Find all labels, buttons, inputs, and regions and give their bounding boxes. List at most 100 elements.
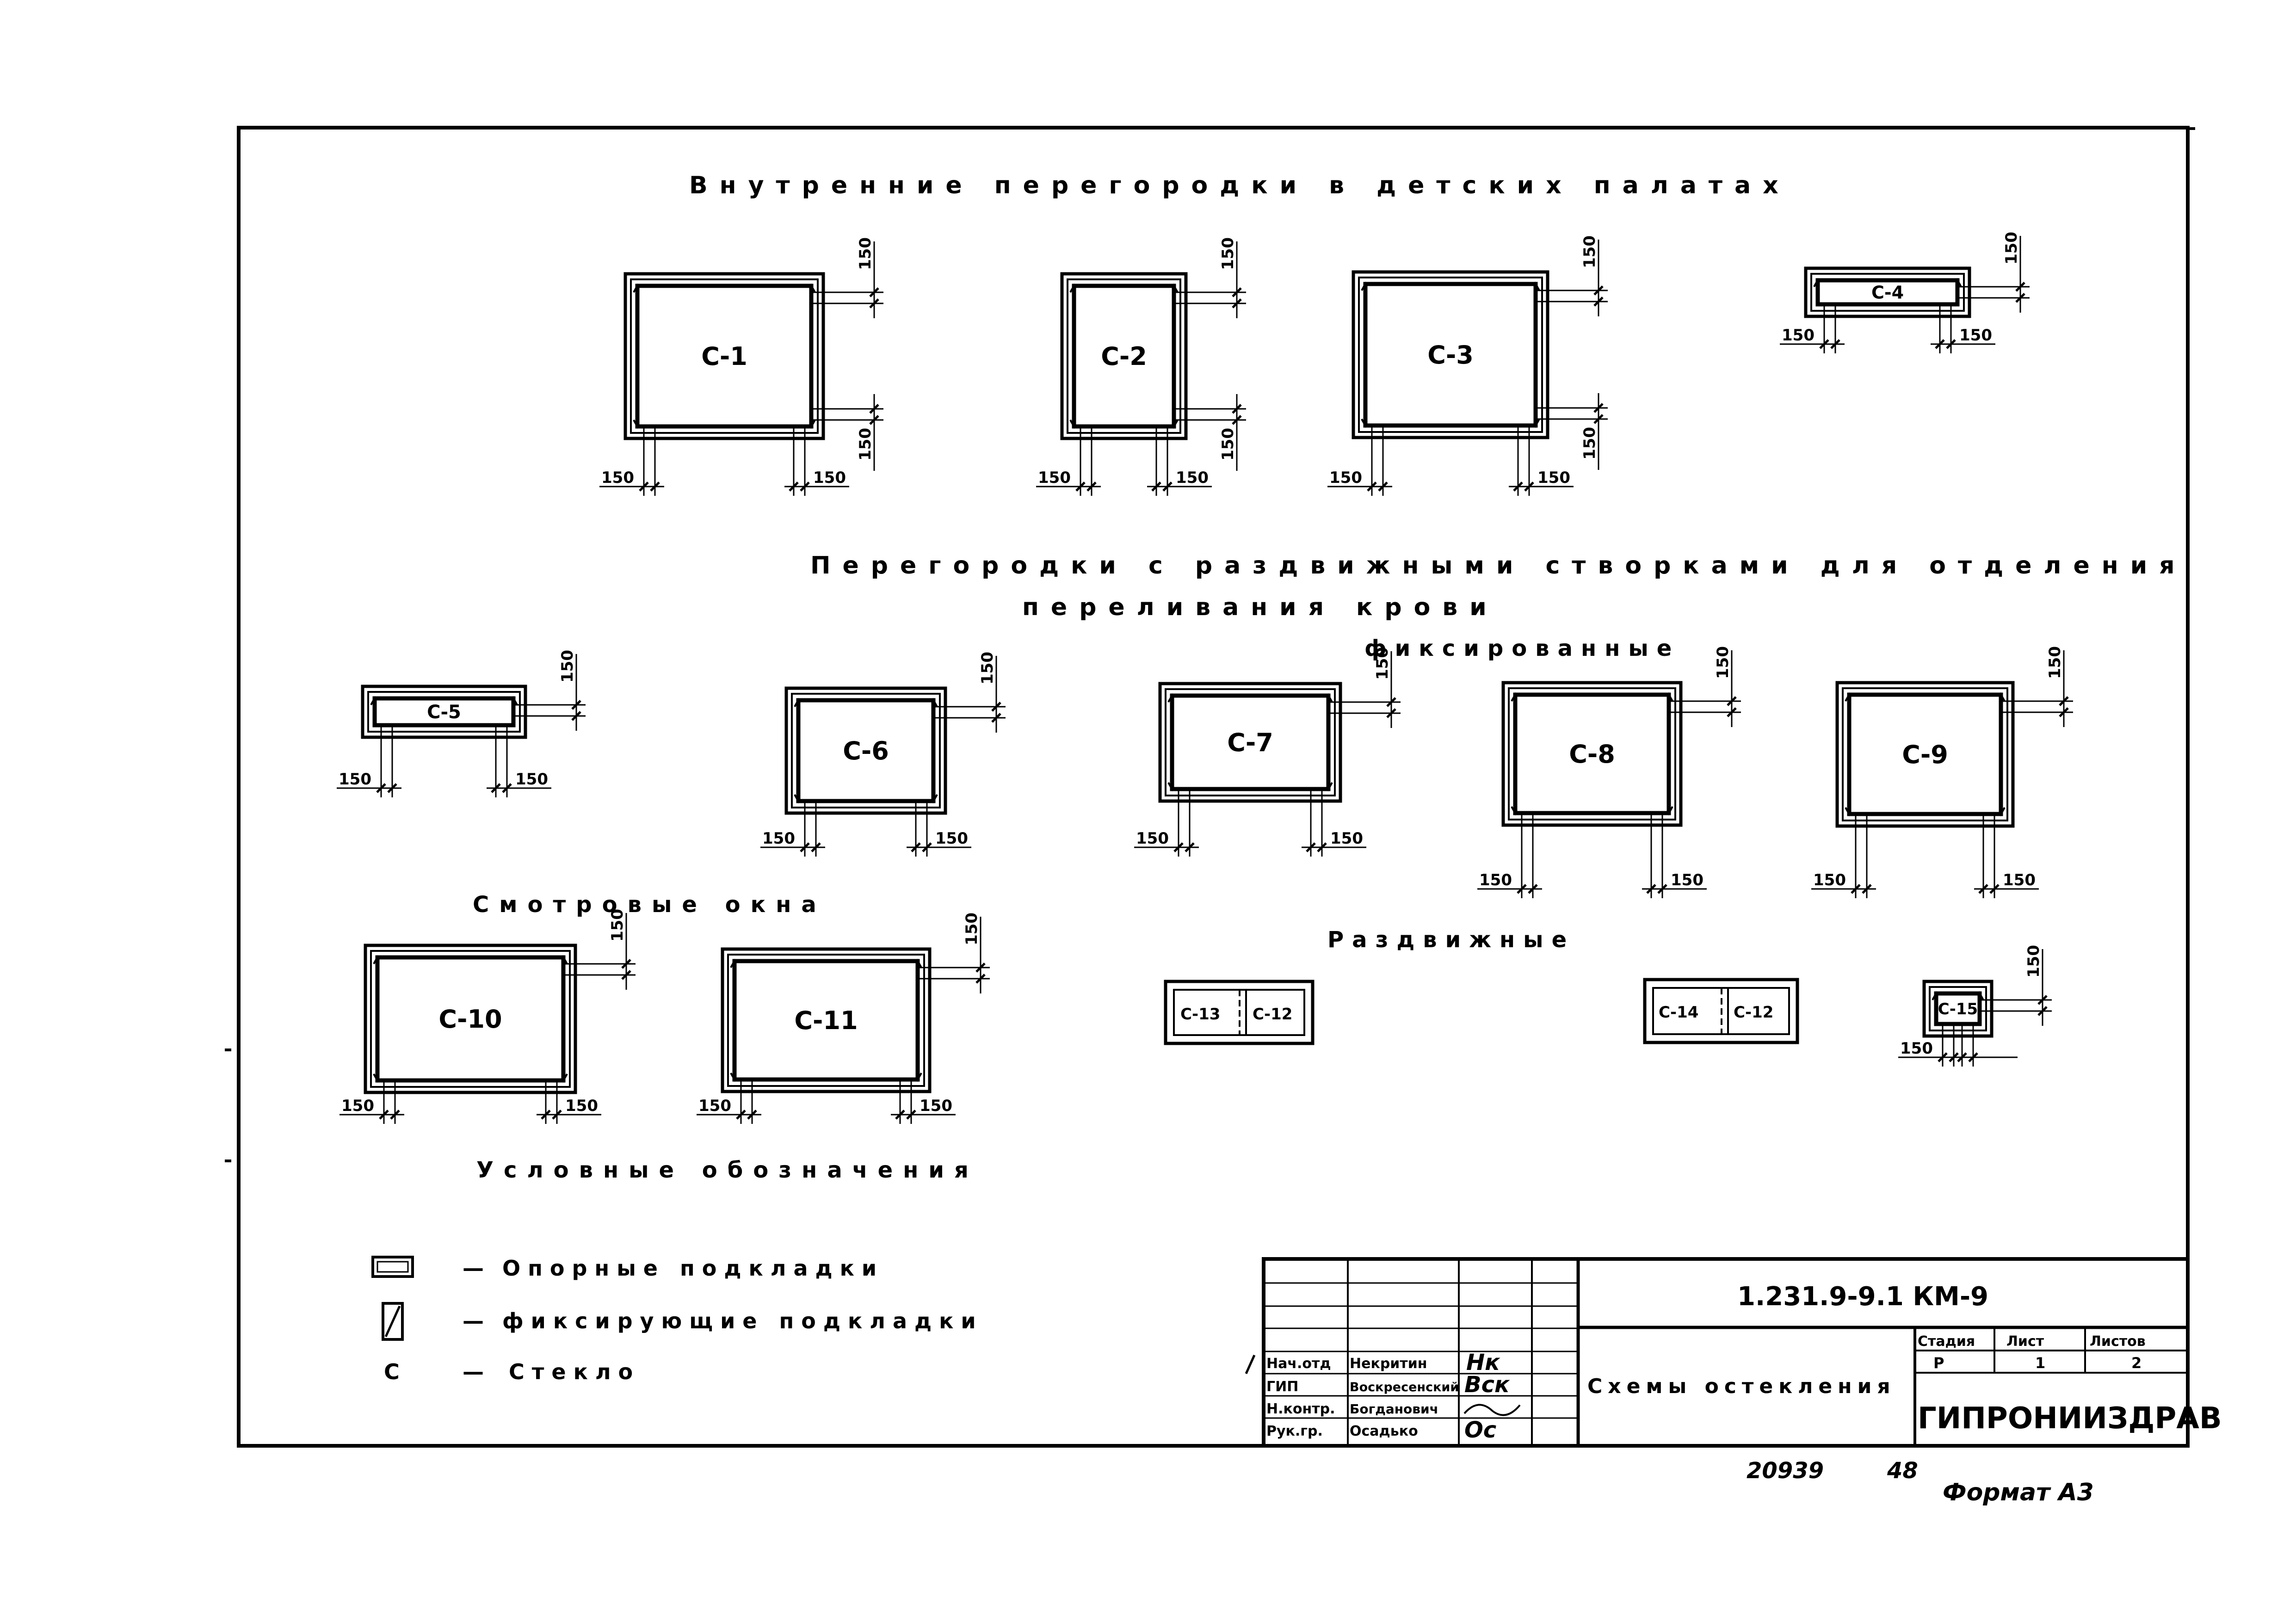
footer-page: 48 (1887, 1458, 1918, 1484)
dimension-right-top: 150 (2002, 232, 2021, 265)
support-frame (791, 693, 941, 808)
dimension-bottom-right: 150 (935, 829, 968, 848)
glass-pane (1513, 692, 1671, 815)
support-frame (1508, 687, 1676, 820)
dimension-bottom-right: 150 (1671, 871, 1703, 889)
dimension-bottom-left: 150 (1038, 469, 1071, 487)
glass-pane (635, 284, 814, 429)
heading-sliding-line1: Перегородки с раздвижными створками для … (810, 552, 2187, 580)
support-frame (1358, 277, 1543, 433)
sliding-pair-1-left: С-13 (1180, 1005, 1220, 1024)
dimension-right-top: 150 (2024, 945, 2043, 978)
signature-3-mark (1463, 1404, 1521, 1416)
dimension-bottom-right: 150 (1537, 469, 1570, 487)
support-pad-symbol-inner (376, 1261, 409, 1273)
name-2: Воскресенский (1350, 1380, 1459, 1394)
organization-name: ГИПРОНИИЗДРАВ (1918, 1401, 2222, 1436)
glass-pane (1934, 991, 1982, 1026)
dimension-right-top: 150 (856, 237, 875, 270)
panel-label: С-3 (1427, 340, 1474, 370)
document-code: 1.231.9-9.1 КМ-9 (1737, 1282, 1988, 1312)
dimension-bottom-left: 150 (601, 469, 634, 487)
col-value-sheet: 1 (2035, 1354, 2045, 1372)
signature-4: Ос (1464, 1417, 1496, 1443)
heading-sliding-line2: переливания крови (1022, 593, 1499, 621)
glass-pane (372, 696, 516, 728)
dimension-right-top: 150 (558, 650, 577, 683)
glass-pane (1815, 278, 1960, 307)
role-1: Нач.отд (1266, 1356, 1331, 1372)
dimension-bottom-left: 150 (1479, 871, 1512, 889)
legend-dash-3: — (463, 1359, 484, 1384)
panel-c15: С-15 150 150 (1898, 945, 2052, 1067)
dimension-bottom-left: 150 (1813, 871, 1846, 889)
dimension-right-top: 150 (1219, 237, 1237, 270)
panel-label: С-5 (427, 702, 461, 723)
footer-number: 20939 (1747, 1458, 1824, 1484)
sliding-pair-1-right: С-12 (1253, 1005, 1292, 1024)
footer-format: Формат А3 (1943, 1479, 2094, 1506)
panel-label: С-4 (1871, 282, 1904, 302)
dimension-right-top: 150 (963, 913, 981, 945)
glass-pane (796, 698, 936, 803)
panel-frame (784, 686, 947, 815)
panel-frame (1158, 682, 1342, 803)
support-frame (727, 954, 925, 1087)
dimension-bottom-right: 150 (565, 1097, 598, 1115)
dimension-right-top: 150 (1714, 646, 1732, 679)
panel-frame (1352, 270, 1549, 439)
signature-1: Нк (1466, 1350, 1500, 1375)
col-value-sheets: 2 (2131, 1354, 2142, 1372)
legend-support-pads: Опорные подкладки (502, 1256, 884, 1281)
support-frame (1842, 687, 2008, 821)
support-frame (367, 691, 521, 733)
glass-pane (1363, 282, 1538, 428)
dimension-right-bottom: 150 (856, 428, 875, 461)
dimension-right-top: 150 (1580, 235, 1599, 268)
dimension-bottom-right: 150 (2003, 871, 2036, 889)
support-frame (1165, 688, 1336, 796)
panel-label: С-7 (1227, 728, 1273, 757)
glass-pane (1170, 693, 1331, 791)
panel-c1: С-1 150 150 150 150 (599, 237, 883, 496)
support-frame (370, 950, 571, 1088)
panel-label: С-1 (701, 342, 747, 371)
heading-fixed: фиксированные (1364, 635, 1680, 661)
role-3: Н.контр. (1266, 1401, 1335, 1417)
support-pad-symbol (371, 1256, 414, 1278)
heading-internal: Внутренние перегородки в детских палатах (689, 172, 1790, 199)
col-header-sheet: Лист (2006, 1333, 2044, 1350)
panel-label: С-8 (1569, 740, 1615, 769)
panel-label: С-15 (1938, 1000, 1978, 1018)
dimension-bottom-left: 150 (698, 1097, 731, 1115)
legend-glass: Стекло (509, 1359, 640, 1384)
panel-frame (1804, 266, 1971, 318)
panel-frame (361, 685, 527, 739)
sliding-pair-2-left: С-14 (1659, 1003, 1698, 1022)
legend-dash-1: — (463, 1256, 484, 1281)
support-frame (1067, 278, 1181, 434)
panel-frame (721, 947, 932, 1093)
dimension-bottom-left: 150 (1329, 469, 1362, 487)
sliding-pair-2-right: С-12 (1734, 1003, 1773, 1022)
sheet-title: Схемы остекления (1587, 1375, 1896, 1398)
dimension-right-top: 150 (2046, 646, 2064, 679)
name-1: Некритин (1350, 1356, 1427, 1372)
panel-label: С-6 (843, 736, 889, 765)
dimension-bottom-right: 150 (515, 770, 548, 789)
dimension-right-bottom: 150 (1219, 428, 1237, 461)
dimension-bottom-right: 150 (813, 469, 846, 487)
sliding-pair-1: С-13 С-12 (1164, 980, 1315, 1045)
glass-symbol: С (384, 1359, 400, 1384)
support-frame (1929, 986, 1987, 1031)
panel-frame (1501, 681, 1683, 827)
dimension-bottom-left: 150 (1900, 1039, 1933, 1058)
glass-pane (1072, 284, 1176, 429)
